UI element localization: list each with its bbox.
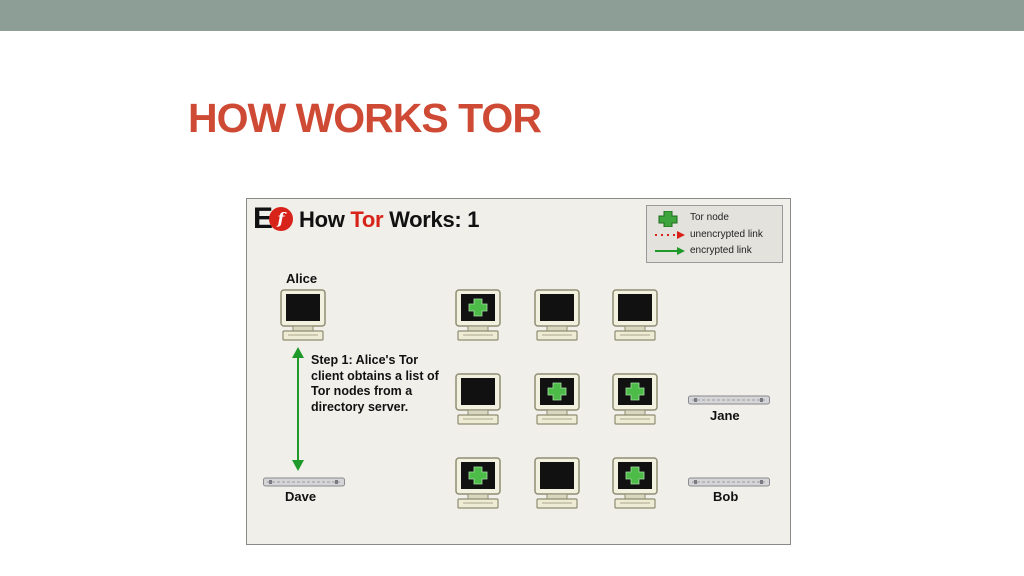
legend-item-unencrypted: unencrypted link — [654, 228, 782, 242]
title-suffix: Works: 1 — [383, 207, 480, 232]
logo-letter: E — [253, 202, 274, 235]
title-highlight: Tor — [350, 207, 384, 232]
jane-label: Jane — [710, 408, 740, 423]
title-prefix: How — [299, 207, 351, 232]
alice-label: Alice — [286, 271, 318, 286]
jane-server-icon — [688, 393, 770, 405]
diagram-title: How Tor Works: 1 — [299, 207, 480, 232]
dave-label: Dave — [285, 489, 317, 504]
encrypted-link-arrow-icon — [292, 347, 304, 471]
slide-title: HOW WORKS TOR — [188, 95, 542, 141]
logo-mark: f — [277, 209, 285, 228]
computer-icon — [533, 289, 581, 345]
top-bar — [0, 0, 1024, 31]
legend-label: encrypted link — [690, 245, 752, 256]
computer-icon — [533, 457, 581, 513]
dave-directory-server-icon — [263, 475, 345, 487]
computer-icon — [454, 373, 502, 429]
bob-label: Bob — [713, 489, 739, 504]
tor-node-icon — [454, 457, 502, 513]
dotted-red-arrow-icon — [655, 231, 685, 239]
logo-circle: f — [269, 207, 293, 231]
legend-item-encrypted: encrypted link — [654, 244, 782, 258]
computer-icon — [611, 289, 659, 345]
tor-node-icon — [611, 373, 659, 429]
tor-node-icon — [533, 373, 581, 429]
tor-node-icon — [611, 457, 659, 513]
legend-label: unencrypted link — [690, 229, 763, 240]
tor-node-plus-icon — [658, 211, 678, 227]
eff-logo: E f — [253, 202, 293, 235]
legend: Tor node unencrypted link encrypted link — [646, 205, 783, 263]
legend-item-tor-node: Tor node — [654, 211, 782, 227]
alice-computer-icon — [279, 289, 327, 345]
green-arrow-icon — [655, 247, 685, 255]
legend-label: Tor node — [690, 212, 729, 223]
tor-node-icon — [454, 289, 502, 345]
tor-diagram: E f How Tor Works: 1 Tor node unencrypte… — [246, 198, 791, 545]
step-description: Step 1: Alice's Tor client obtains a lis… — [311, 353, 439, 414]
bob-server-icon — [688, 475, 770, 487]
